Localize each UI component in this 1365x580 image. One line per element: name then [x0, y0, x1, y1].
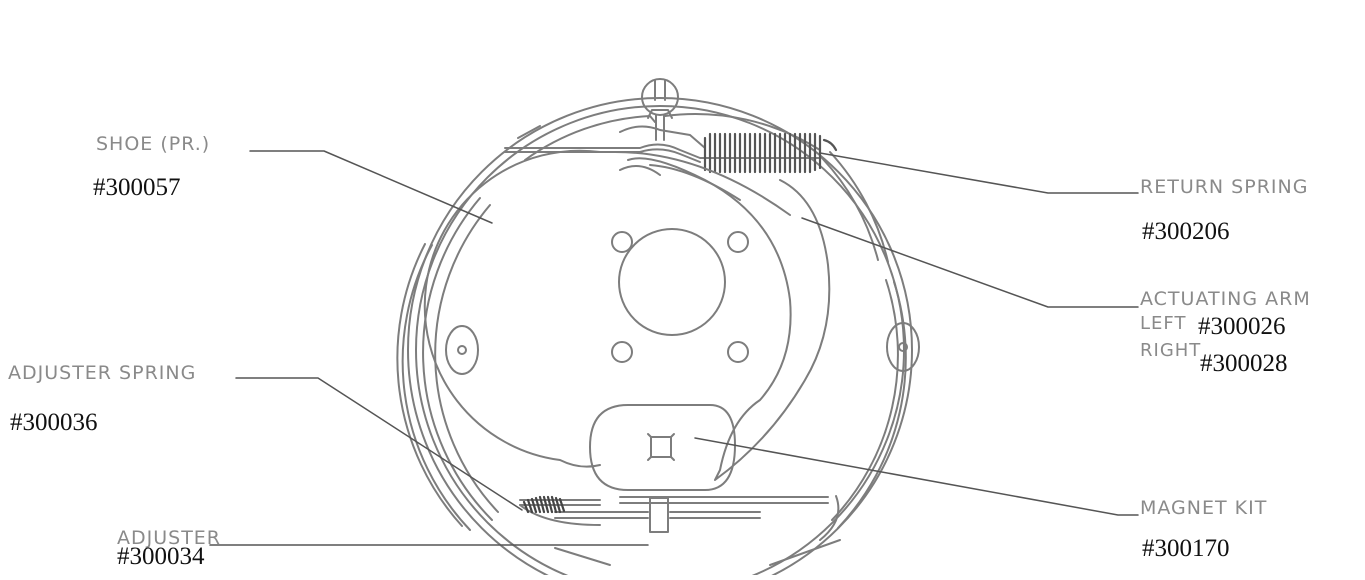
mounting-boss-left — [445, 325, 479, 375]
magnet-kit-label: MAGNET KIT — [1140, 497, 1268, 519]
bolt-hole — [727, 341, 749, 363]
adjuster-label: ADJUSTER — [117, 527, 222, 549]
backing-plate-inner-ring — [415, 105, 905, 580]
top-shoe-web — [504, 143, 821, 159]
bolt-hole — [611, 341, 633, 363]
brake-shoe-right — [664, 113, 907, 566]
leader-return-spring — [819, 152, 1139, 194]
leader-actuating-arm — [801, 217, 1139, 308]
adjuster-spring-part-number: #300036 — [10, 409, 98, 436]
actuating-arm — [627, 157, 831, 481]
anchor-post — [641, 78, 679, 141]
adjuster-part-number: #300034 — [117, 543, 205, 570]
leader-adjuster-spring — [235, 377, 523, 511]
actuating-arm-right-label: RIGHT — [1140, 340, 1202, 361]
hub-center — [618, 228, 726, 336]
backing-plate-outer-ring — [407, 97, 913, 580]
actuating-arm-left-part-number: #300026 — [1198, 313, 1286, 340]
adjuster — [554, 497, 761, 533]
actuating-arm-label: ACTUATING ARM — [1140, 288, 1311, 310]
leader-shoe — [249, 150, 493, 224]
return-spring-label: RETURN SPRING — [1140, 176, 1309, 198]
bolt-hole — [727, 231, 749, 253]
magnet — [589, 404, 736, 491]
drum-plate — [423, 149, 601, 468]
actuating-arm-right-part-number: #300028 — [1200, 350, 1288, 377]
brake-shoe-left — [396, 115, 656, 566]
magnet-kit-part-number: #300170 — [1142, 535, 1230, 562]
adjuster-spring-label: ADJUSTER SPRING — [8, 362, 197, 384]
return-spring-part-number: #300206 — [1142, 218, 1230, 245]
adjuster-spring — [522, 495, 566, 514]
mounting-boss-right — [886, 322, 920, 372]
return-spring — [703, 132, 838, 174]
shoe-part-number: #300057 — [93, 174, 181, 201]
actuating-arm-left-label: LEFT — [1140, 313, 1187, 334]
shoe-label: SHOE (PR.) — [96, 133, 211, 155]
leader-magnet-kit — [694, 437, 1139, 516]
bolt-hole — [611, 231, 633, 253]
